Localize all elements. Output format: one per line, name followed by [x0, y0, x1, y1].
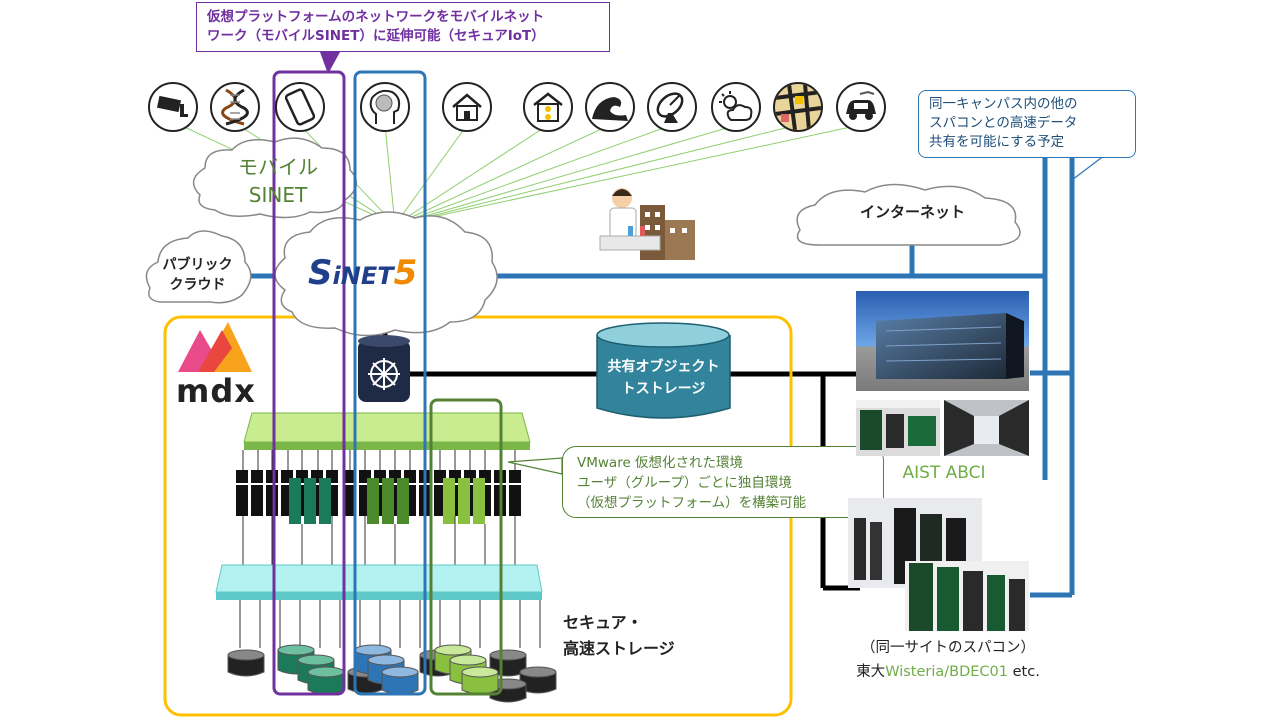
house-icon	[442, 82, 492, 132]
tenant-outline-blue	[353, 70, 427, 696]
sinet-logo-text: iNET	[332, 262, 394, 290]
public-cloud-label: パブリック クラウド	[150, 255, 245, 295]
map-icon	[773, 82, 823, 132]
callout-pointer	[1071, 154, 1106, 181]
lower-storage-network-plate	[215, 564, 543, 600]
top-callout-line2: ワーク（モバイルSINET）に延伸可能（セキュアIoT）	[207, 28, 545, 44]
vmware-line3: （仮想プラットフォーム）を構築可能	[577, 495, 807, 511]
secure-storage-line1: セキュア・	[563, 613, 643, 632]
mobile-link-lines	[179, 124, 861, 226]
network-switch	[358, 335, 410, 402]
vmware-callout: VMware 仮想化された環境 ユーザ（グループ）ごとに独自環境 （仮想プラット…	[562, 446, 884, 518]
wave-icon	[585, 82, 635, 132]
tenant-outline-purple	[272, 70, 346, 696]
weather-icon	[711, 82, 761, 132]
public-cloud-line2: クラウド	[169, 277, 226, 293]
satellite-dish-icon	[647, 82, 697, 132]
storage-disks	[227, 644, 557, 703]
same-site-line2: 東大Wisteria/BDEC01 etc.	[828, 660, 1068, 684]
shared-object-storage	[596, 322, 731, 419]
researcher-illustration	[599, 188, 695, 260]
right-callout-line1: 同一キャンパス内の他の	[929, 96, 1078, 112]
campus-sharing-callout: 同一キャンパス内の他の スパコンとの高速データ 共有を可能にする予定	[918, 90, 1136, 158]
mobile-sinet-label: モバイル SINET	[228, 153, 328, 209]
mdx-logo-text: mdx	[176, 372, 256, 410]
same-site-line1: （同一サイトのスパコン）	[861, 640, 1035, 656]
storage-line1: 共有オブジェクト	[607, 359, 720, 375]
same-site-caption: （同一サイトのスパコン） 東大Wisteria/BDEC01 etc.	[828, 636, 1068, 684]
vmware-line1: VMware 仮想化された環境	[577, 455, 744, 471]
mobile-sinet-line2: SINET	[248, 183, 308, 207]
public-cloud	[145, 230, 252, 304]
right-callout-line3: 共有を可能にする予定	[929, 134, 1065, 150]
top-callout-pointer	[320, 52, 340, 74]
vmware-line2: ユーザ（グループ）ごとに独自環境	[577, 475, 792, 491]
internet-label: インターネット	[859, 203, 965, 221]
mobile-sinet-line1: モバイル	[238, 155, 318, 179]
sinet5-logo: SiNET5	[308, 256, 417, 296]
server-rack	[236, 470, 521, 524]
upper-network-plate	[243, 412, 531, 450]
mdx-logo-mark	[178, 322, 252, 372]
camera-icon	[148, 82, 198, 132]
wisteria-photo-2	[905, 561, 1029, 631]
same-site-prefix: 東大	[856, 664, 886, 680]
aist-server-room-photo-1	[856, 400, 940, 456]
car-icon	[836, 82, 886, 132]
right-callout-line2: スパコンとの高速データ	[929, 115, 1078, 131]
sinet-logo-number: 5	[393, 253, 418, 293]
aist-server-room-photo-2	[944, 400, 1029, 456]
shared-storage-label: 共有オブジェクト トストレージ	[597, 356, 730, 400]
dna-icon	[210, 82, 260, 132]
aist-abci-label: AIST ABCI	[902, 463, 986, 483]
top-callout-line1: 仮想プラットフォームのネットワークをモバイルネット	[207, 9, 545, 25]
sinet-logo-s: S	[308, 253, 333, 293]
tenant-outline-green	[429, 398, 503, 696]
secure-storage-label: セキュア・ 高速ストレージ	[563, 610, 675, 662]
same-site-name: Wisteria/BDEC01	[885, 664, 1009, 680]
mobile-extension-callout: 仮想プラットフォームのネットワークをモバイルネット ワーク（モバイルSINET）…	[196, 2, 610, 52]
brain-icon	[360, 82, 410, 132]
sinet-cloud	[274, 211, 498, 337]
secure-storage-line2: 高速ストレージ	[563, 639, 675, 658]
light-house-icon	[523, 82, 573, 132]
internet-cloud	[796, 183, 1021, 246]
aist-building-photo	[856, 291, 1029, 391]
public-cloud-line1: パブリック	[162, 257, 233, 273]
storage-line2: トストレージ	[621, 381, 706, 397]
same-site-suffix: etc.	[1008, 664, 1040, 680]
smartphone-icon	[275, 82, 325, 132]
